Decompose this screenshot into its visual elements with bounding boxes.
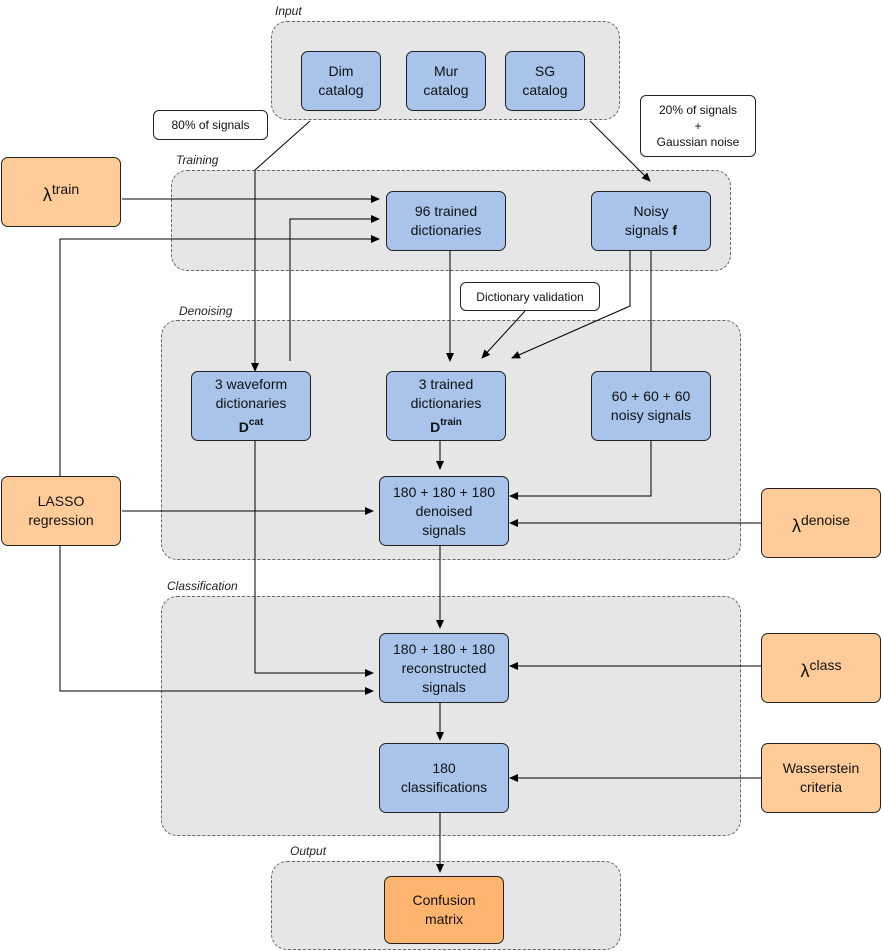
noisy-signals-line1: Noisy <box>633 203 669 219</box>
noise-split-note: 20% of signals + Gaussian noise <box>640 95 756 157</box>
noisy-signals-line2: signals f <box>625 221 677 240</box>
waveform-dictionaries-node: 3 waveform dictionaries Dcat <box>191 371 311 441</box>
denoising-group-label: Denoising <box>179 304 233 318</box>
classifications-node: 180 classifications <box>379 743 509 813</box>
dim-catalog-line1: Dim <box>328 63 354 79</box>
arrow-dim-to-waveform <box>251 120 311 372</box>
sixty-noisy-signals-node: 60 + 60 + 60 noisy signals <box>591 371 711 441</box>
lambda-train-label: λtrain <box>43 180 79 205</box>
three-trained-symbol-line: Dtrain <box>430 413 462 437</box>
train-split-note: 80% of signals <box>153 110 268 140</box>
arrow-lasso-to-trained <box>59 235 380 476</box>
lambda-denoise-symbol: λ <box>791 515 801 536</box>
three-trained-line1: 3 trained <box>418 376 474 392</box>
denoised-line3: signals <box>422 521 466 538</box>
mur-catalog-line2: catalog <box>423 82 469 98</box>
trained-dictionaries-node: 96 trained dictionaries <box>386 191 506 251</box>
noisy-signals-symbol: f <box>672 222 678 238</box>
arrow-lasso-to-reconstructed <box>59 546 374 695</box>
waveform-line2: dictionaries <box>215 395 287 411</box>
lambda-class-sup: class <box>809 656 842 673</box>
wasserstein-criteria-node: Wasserstein criteria <box>761 743 881 813</box>
sixty-noisy-line1: 60 + 60 + 60 <box>611 388 691 404</box>
dictionary-validation-text: Dictionary validation <box>476 289 584 304</box>
dim-catalog-node: Dim catalog <box>301 51 381 111</box>
dim-catalog-line2: catalog <box>318 82 364 98</box>
wasserstein-line2: criteria <box>799 779 842 795</box>
waveform-line1: 3 waveform <box>214 376 288 392</box>
noisy-signals-word: signals <box>624 222 669 238</box>
arrow-sixty-to-denoised <box>509 441 652 500</box>
confusion-matrix-node: Confusion matrix <box>384 876 504 944</box>
training-group-label: Training <box>176 153 219 167</box>
arrow-waveform-to-reconstructed <box>254 441 374 677</box>
lambda-class-node: λclass <box>761 633 881 703</box>
noise-split-line1: 20% of signals <box>658 103 738 117</box>
lasso-line2: regression <box>28 512 94 528</box>
reconstructed-line1: 180 + 180 + 180 <box>393 640 495 657</box>
sg-catalog-line1: SG <box>534 63 556 79</box>
denoised-signals-node: 180 + 180 + 180 denoised signals <box>379 476 509 546</box>
sg-catalog-node: SG catalog <box>505 51 585 111</box>
arrow-sg-to-noisy <box>589 120 651 182</box>
mur-catalog-node: Mur catalog <box>406 51 486 111</box>
wasserstein-line1: Wasserstein <box>782 760 860 776</box>
three-trained-line2: dictionaries <box>410 395 482 411</box>
waveform-symbol-line: Dcat <box>239 413 264 437</box>
denoised-line1: 180 + 180 + 180 <box>393 483 495 500</box>
mur-catalog-line1: Mur <box>433 63 459 79</box>
lasso-line1: LASSO <box>37 493 85 509</box>
lambda-train-node: λtrain <box>1 157 121 227</box>
sixty-noisy-line2: noisy signals <box>610 407 692 423</box>
lambda-denoise-label: λdenoise <box>792 511 850 536</box>
trained-dictionaries-line1: 96 trained <box>414 203 478 219</box>
sg-catalog-line2: catalog <box>522 82 568 98</box>
lambda-train-sup: train <box>51 180 80 197</box>
arrow-waveform-to-trained <box>289 215 380 361</box>
arrow-noisy-to-three <box>511 251 631 359</box>
waveform-symbol-sup: cat <box>248 417 264 428</box>
reconstructed-line2: reconstructed <box>401 659 487 676</box>
arrow-validation-to-three <box>481 310 526 359</box>
trained-dictionaries-line2: dictionaries <box>410 222 482 238</box>
lambda-class-symbol: λ <box>800 660 810 681</box>
classifications-line2: classifications <box>400 779 488 795</box>
noise-split-line2: + <box>694 119 702 133</box>
denoised-line2: denoised <box>415 502 473 519</box>
noise-split-line3: Gaussian noise <box>656 135 740 149</box>
confusion-line2: matrix <box>424 911 464 927</box>
lambda-class-label: λclass <box>801 656 842 681</box>
confusion-line1: Confusion <box>412 892 476 908</box>
dictionary-validation-note: Dictionary validation <box>460 282 600 311</box>
three-trained-symbol: D <box>430 419 441 435</box>
input-group-label: Input <box>275 4 302 18</box>
lambda-train-symbol: λ <box>42 184 52 205</box>
lasso-regression-node: LASSO regression <box>1 476 121 546</box>
lambda-denoise-node: λdenoise <box>761 488 881 558</box>
output-group-label: Output <box>290 844 327 858</box>
three-trained-symbol-sup: train <box>440 417 462 428</box>
classification-group-label: Classification <box>167 579 238 593</box>
lambda-denoise-sup: denoise <box>800 511 851 528</box>
reconstructed-signals-node: 180 + 180 + 180 reconstructed signals <box>379 633 509 703</box>
train-split-text: 80% of signals <box>171 118 250 132</box>
classifications-line1: 180 <box>432 760 456 776</box>
noisy-signals-node: Noisy signals f <box>591 191 711 251</box>
waveform-symbol: D <box>238 419 249 435</box>
three-trained-dictionaries-node: 3 trained dictionaries Dtrain <box>386 371 506 441</box>
reconstructed-line3: signals <box>422 678 466 695</box>
